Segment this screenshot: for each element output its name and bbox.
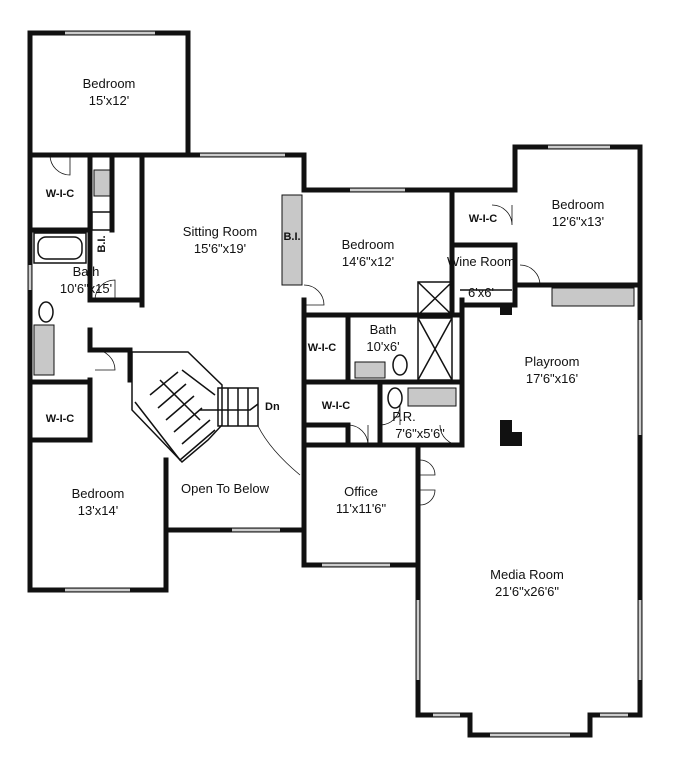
staircase (131, 351, 301, 476)
room-dim-bedroom-3: 12'6"x13' (552, 214, 604, 229)
wic-label-4: W-I-C (322, 400, 351, 412)
fireplace-icon (500, 420, 522, 446)
room-dim-bedroom-1: 15'x12' (89, 93, 129, 108)
toilet-pr-icon (387, 387, 403, 409)
bathtub-icon (33, 232, 87, 264)
sink-left (33, 324, 55, 376)
room-labels: Bedroom 15'x12' Sitting Room 15'6"x19' B… (46, 76, 605, 599)
room-name-office: Office (344, 484, 378, 499)
room-name-powder-room: P.R. (392, 409, 416, 424)
doors (49, 154, 541, 506)
room-name-bedroom-1: Bedroom (83, 76, 136, 91)
bi-label-2: B.I. (96, 235, 108, 252)
room-name-bath-2: Bath (370, 322, 397, 337)
toilet-left-icon (38, 301, 54, 323)
wic-label-3: W-I-C (308, 342, 337, 354)
wic-label-2: W-I-C (46, 413, 75, 425)
room-dim-bath-2: 10'x6' (366, 339, 399, 354)
built-in-cabinet (281, 194, 303, 286)
room-name-sitting-room: Sitting Room (183, 224, 257, 239)
room-name-playroom: Playroom (525, 354, 580, 369)
bi-label-1: B.I. (283, 231, 300, 243)
sink-pr (407, 387, 457, 407)
playroom-counter (551, 287, 635, 307)
room-dim-sitting-room: 15'6"x19' (194, 241, 246, 256)
room-dim-media-room: 21'6"x26'6" (495, 584, 559, 599)
sink-bath2 (354, 361, 386, 379)
room-name-open-below: Open To Below (181, 481, 270, 496)
wic-label-5: W-I-C (469, 213, 498, 225)
toilet-bath2-icon (392, 354, 408, 376)
room-dim-office: 11'x11'6" (336, 501, 387, 516)
room-dim-powder-room: 7'6"x5'6" (395, 426, 445, 441)
fixtures (33, 169, 635, 446)
room-dim-wine-room: 6'x6' (468, 285, 494, 300)
wic-label-1: W-I-C (46, 188, 75, 200)
room-name-bath-1: Bath (73, 264, 100, 279)
room-name-wine-room: Wine Room (447, 254, 515, 269)
room-name-bedroom-3: Bedroom (552, 197, 605, 212)
room-name-media-room: Media Room (490, 567, 564, 582)
room-dim-bath-1: 10'6"x15' (60, 281, 112, 296)
room-name-bedroom-2: Bedroom (342, 237, 395, 252)
wic-shelf (93, 169, 111, 197)
windows (28, 31, 642, 737)
room-dim-playroom: 17'6"x16' (526, 371, 578, 386)
room-dim-bedroom-4: 13'x14' (78, 503, 118, 518)
room-name-bedroom-4: Bedroom (72, 486, 125, 501)
stairs-down-label: Dn (265, 401, 280, 413)
room-dim-bedroom-2: 14'6"x12' (342, 254, 394, 269)
shower-icon (417, 317, 453, 381)
